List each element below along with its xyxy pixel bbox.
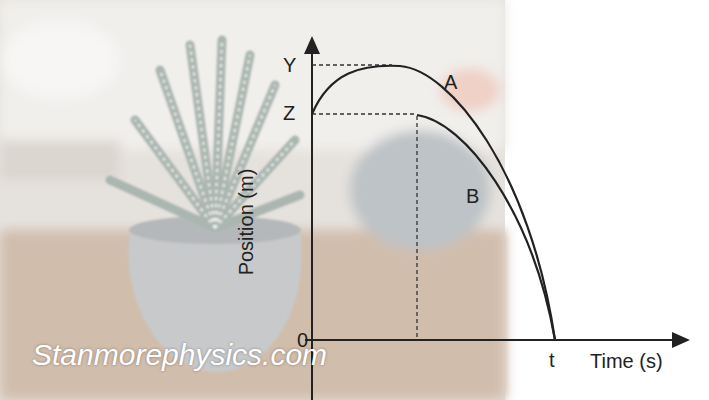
y-axis-title: Position (m) [236, 169, 256, 276]
axis-value-y: Y [283, 55, 296, 75]
time-value-t: t [549, 350, 555, 370]
curve-label-b: B [466, 186, 479, 206]
axis-value-z: Z [283, 103, 295, 123]
curve-label-a: A [444, 72, 457, 92]
watermark: Stanmorephysics.com [32, 340, 327, 370]
axes [305, 44, 682, 400]
x-axis-title: Time (s) [590, 351, 663, 371]
guide-lines [312, 65, 417, 340]
position-curves [312, 66, 555, 340]
